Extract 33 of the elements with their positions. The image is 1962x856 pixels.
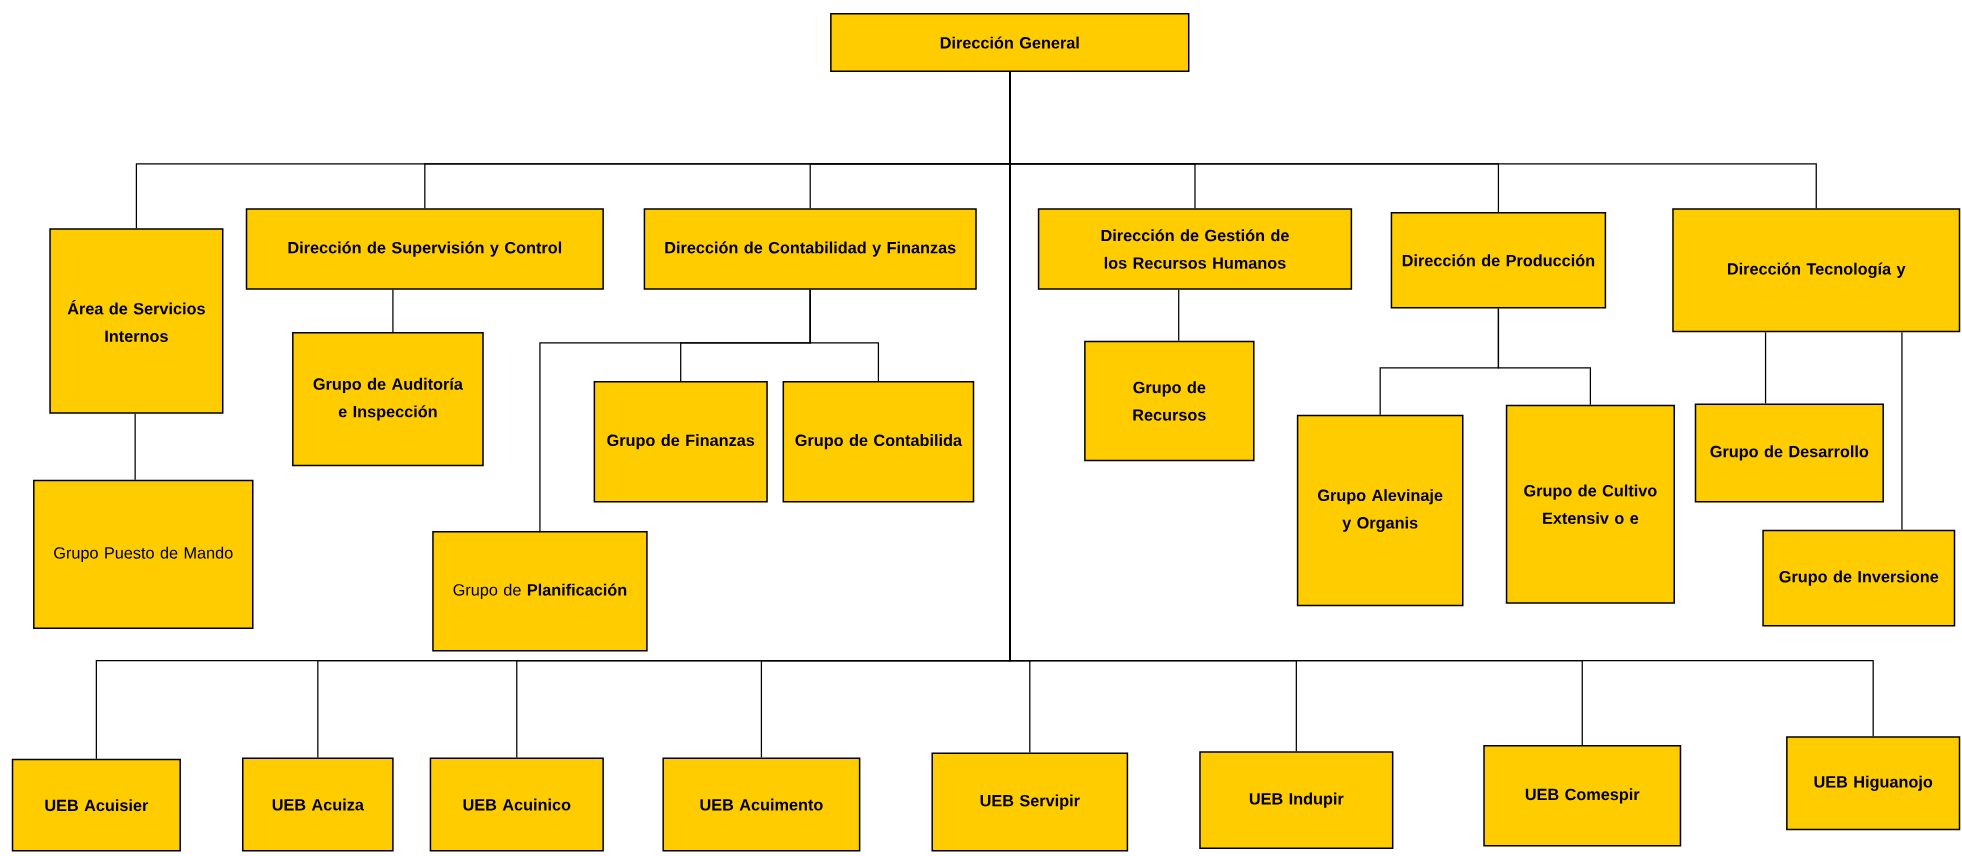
group-box: Grupo de Auditoría e Inspección xyxy=(292,332,484,467)
connector-line xyxy=(1009,71,1874,737)
group-box: Grupo Puesto de Mando xyxy=(33,479,254,629)
group-box: Grupo de Inversione xyxy=(1762,529,1956,627)
group-box: Grupo de Recursos xyxy=(1084,340,1255,462)
unit-box: UEB Servipir xyxy=(931,752,1129,852)
department-box: Área de Servicios Internos xyxy=(49,228,224,414)
unit-box: UEB Comespir xyxy=(1483,745,1682,847)
department-box: Dirección Tecnología y xyxy=(1672,208,1961,333)
connector-line xyxy=(1764,331,1767,405)
department-box: Dirección de Producción xyxy=(1390,212,1607,309)
connector-line xyxy=(539,289,811,532)
group-box: Grupo de Finanzas xyxy=(593,380,768,503)
unit-box: UEB Indupir xyxy=(1199,751,1394,850)
unit-box: UEB Acuiza xyxy=(242,757,394,852)
department-box: Dirección de Supervisión y Control xyxy=(245,208,604,290)
department-box: Dirección de Gestión de los Recursos Humanos xyxy=(1037,208,1353,290)
connector-line xyxy=(1178,289,1180,342)
unit-box: UEB Acuimento xyxy=(662,757,861,852)
connector-line xyxy=(1901,331,1903,531)
group-box: Grupo Alevinaje y Organis xyxy=(1296,414,1464,607)
group-box: Grupo de Planificación xyxy=(432,531,648,652)
group-box: Grupo de Contabilida xyxy=(782,380,975,503)
connector-line xyxy=(134,413,136,481)
connector-line xyxy=(1497,308,1591,406)
department-box: Dirección General xyxy=(830,13,1190,73)
connector-line xyxy=(392,289,394,333)
group-box: Grupo de Desarrollo xyxy=(1694,403,1884,503)
group-box: Grupo de Cultivo Extensiv o e xyxy=(1505,404,1675,604)
unit-box: UEB Acuisier xyxy=(11,758,181,852)
unit-box: UEB Acuinico xyxy=(429,757,604,852)
unit-box: UEB Higuanojo xyxy=(1786,736,1961,831)
department-box: Dirección de Contabilidad y Finanzas xyxy=(643,208,977,290)
